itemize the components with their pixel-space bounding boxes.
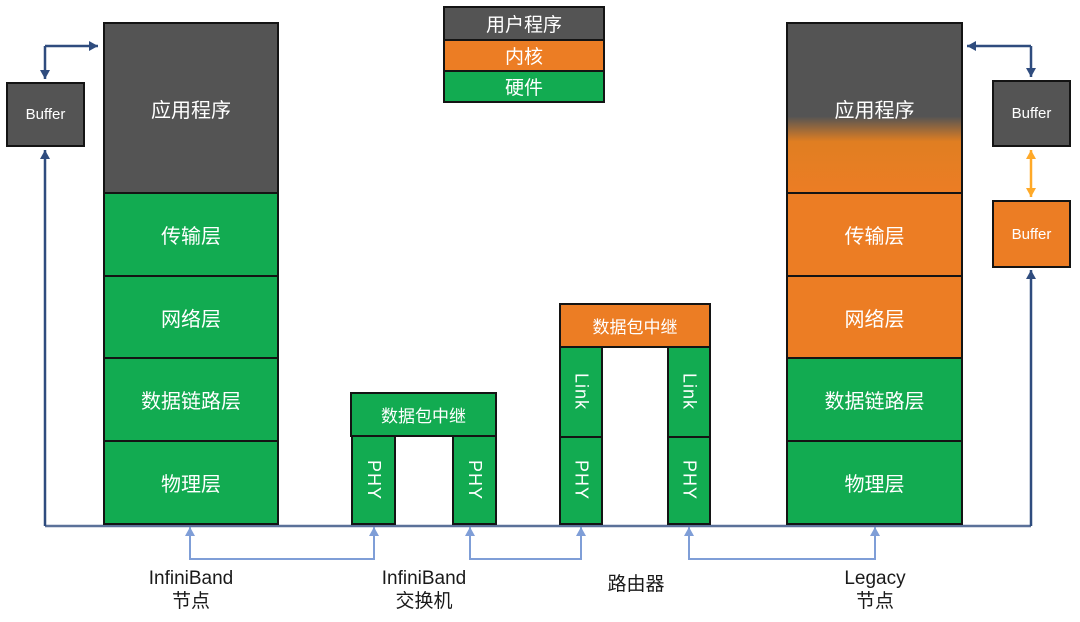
legacy-node-stack: 应用程序 传输层 网络层 数据链路层 物理层 <box>786 22 963 525</box>
layer-datalink: 数据链路层 <box>105 357 277 440</box>
link-router-to-legacy <box>684 527 880 560</box>
legend-hardware-label: 硬件 <box>504 78 543 99</box>
legacy-kernel-buffer-label: Buffer <box>1011 225 1052 243</box>
switch-phy-left-label: PHY <box>364 459 384 500</box>
caption-infiniband-node: InfiniBand 节点 <box>103 567 279 613</box>
router-link-right-label: Link <box>679 373 700 411</box>
caption-line: 节点 <box>855 591 894 612</box>
link-node-to-switch <box>185 527 379 560</box>
router-link-left-label: Link <box>571 373 592 411</box>
switch-packet-relay-box: 数据包中继 <box>350 392 497 437</box>
router-phy-right-box: PHY <box>667 436 711 525</box>
layer-physical: 物理层 <box>788 440 961 523</box>
router-relay-label: 数据包中继 <box>592 318 678 337</box>
caption-router: 路由器 <box>548 573 724 596</box>
router-packet-relay-box: 数据包中继 <box>559 303 711 348</box>
switch-phy-right-box: PHY <box>452 435 497 525</box>
legend-user-program: 用户程序 <box>445 8 603 39</box>
legend-user-program-label: 用户程序 <box>485 15 562 36</box>
router-phy-left-box: PHY <box>559 436 603 525</box>
legacy-user-buffer-box: Buffer <box>992 80 1071 147</box>
layer-physical: 物理层 <box>105 440 277 523</box>
layer-network: 网络层 <box>788 275 961 357</box>
router-link-left-box: Link <box>559 346 603 438</box>
switch-phy-right-label: PHY <box>465 459 485 500</box>
layer-transport: 传输层 <box>788 192 961 275</box>
caption-line: InfiniBand <box>381 568 467 589</box>
left-buffer-label: Buffer <box>25 106 66 123</box>
caption-line: 交换机 <box>395 591 453 612</box>
infiniband-node-stack: 应用程序 传输层 网络层 数据链路层 物理层 <box>103 22 279 525</box>
caption-legacy-node: Legacy 节点 <box>787 567 963 613</box>
layer-network: 网络层 <box>105 275 277 357</box>
layer-datalink: 数据链路层 <box>788 357 961 440</box>
legend-hardware: 硬件 <box>445 70 603 101</box>
legend-kernel: 内核 <box>445 39 603 70</box>
layer-transport: 传输层 <box>105 192 277 275</box>
caption-line: InfiniBand <box>148 568 234 589</box>
legend-kernel-label: 内核 <box>504 47 543 68</box>
layer-application: 应用程序 <box>105 24 277 192</box>
switch-phy-left-box: PHY <box>351 435 396 525</box>
caption-line: Legacy <box>844 568 906 589</box>
layer-application: 应用程序 <box>788 24 961 192</box>
router-phy-left-label: PHY <box>571 460 592 501</box>
router-phy-right-label: PHY <box>679 460 700 501</box>
left-buffer-box: Buffer <box>6 82 85 147</box>
caption-infiniband-switch: InfiniBand 交换机 <box>336 567 512 613</box>
legacy-user-buffer-label: Buffer <box>1011 105 1052 122</box>
caption-line: 路由器 <box>607 574 665 595</box>
caption-line: 节点 <box>171 591 210 612</box>
legacy-kernel-buffer-box: Buffer <box>992 200 1071 268</box>
switch-relay-label: 数据包中继 <box>381 407 466 426</box>
link-switch-to-router <box>465 527 586 560</box>
legend: 用户程序 内核 硬件 <box>443 6 605 103</box>
router-link-right-box: Link <box>667 346 711 438</box>
